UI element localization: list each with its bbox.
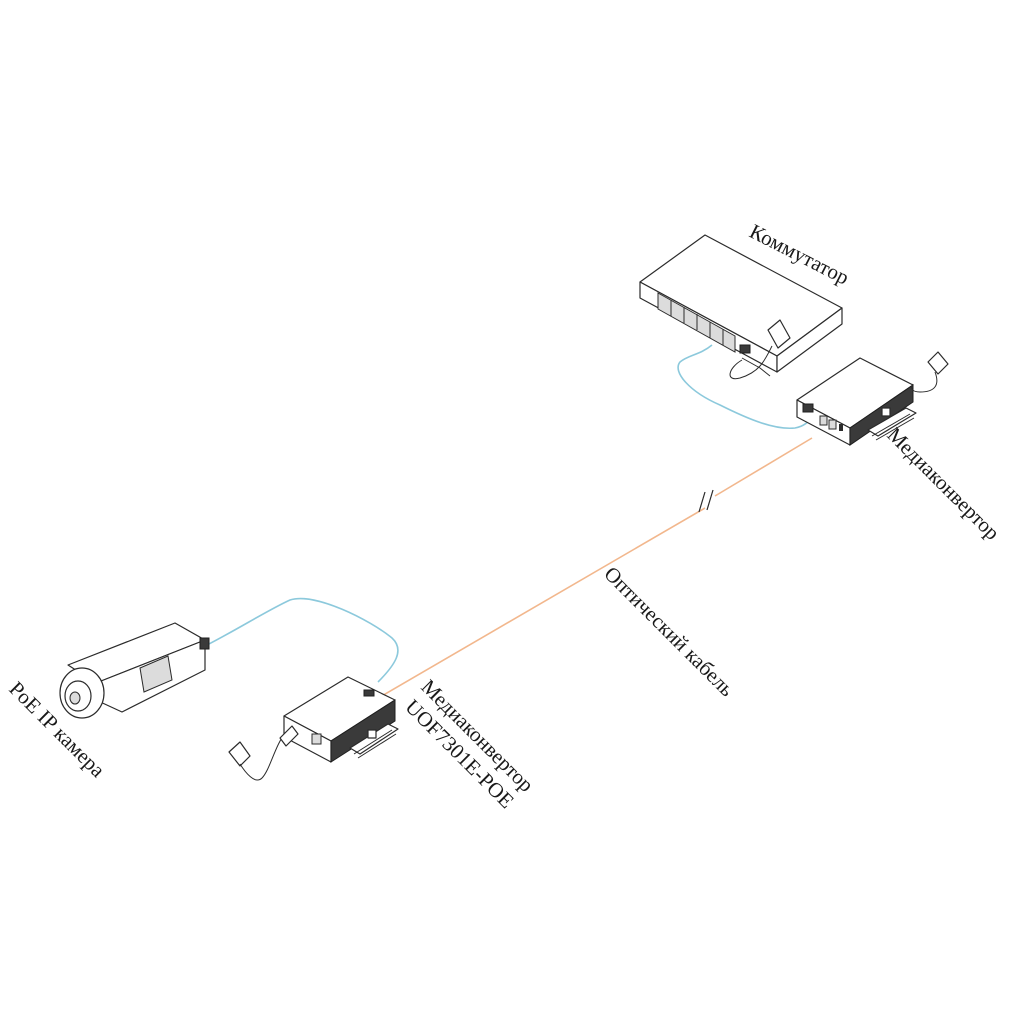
media-converter-top xyxy=(796,351,949,446)
switch-power-plug-icon xyxy=(729,319,791,380)
converter-top-fiber-port-1 xyxy=(819,415,828,426)
converter-top-led xyxy=(839,424,843,431)
converter-top-fiber-port-2 xyxy=(828,419,837,430)
switch-device xyxy=(639,234,843,380)
optical-cable-segment-upper xyxy=(714,437,813,497)
converter-bottom-fiber-port xyxy=(363,689,375,697)
converter-top-label: Медиаконвертор xyxy=(882,423,1004,545)
converter-top-din-bracket xyxy=(867,407,917,441)
camera-rj45-connector xyxy=(199,637,210,650)
converter-bottom-ethernet-port xyxy=(311,733,322,745)
camera-lens-center xyxy=(69,691,81,705)
poe-ip-camera xyxy=(59,622,210,719)
ethernet-cable-camera-to-converter xyxy=(206,597,399,683)
converter-bottom-din-bracket xyxy=(349,723,399,759)
media-converter-bottom xyxy=(228,676,399,781)
ethernet-cable-switch-to-converter xyxy=(677,344,813,430)
converter-top-power-adapter-icon xyxy=(911,351,949,393)
optical-cable-segment-lower xyxy=(379,507,706,698)
optical-cable-label: Оптический кабель xyxy=(599,562,739,702)
converter-bottom-side-face xyxy=(330,699,396,763)
camera-side-panel xyxy=(139,655,173,693)
switch-uplink-port xyxy=(739,344,751,354)
switch-port-block xyxy=(657,292,736,353)
converter-top-ethernet-port xyxy=(802,403,814,413)
converter-bottom-power-adapter-icon xyxy=(228,725,299,781)
optical-cable xyxy=(379,437,813,698)
switch-side-face xyxy=(776,307,843,373)
cable-break-icon xyxy=(698,489,714,513)
